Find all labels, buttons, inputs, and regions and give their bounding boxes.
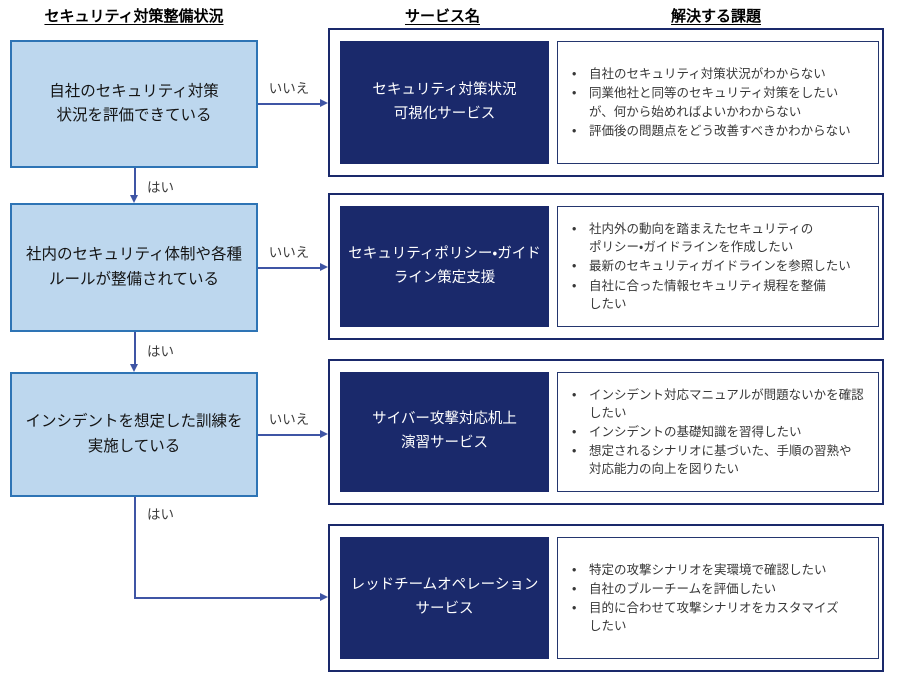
bullet-icon: • <box>572 581 577 596</box>
bullet-icon: • <box>572 86 577 101</box>
yes-label-3: はい <box>147 507 174 522</box>
service-card-2: セキュリティポリシー・ガイド ライン策定支援 • 社内外の動向を踏まえたセキュリ… <box>328 193 884 340</box>
service-name-box-2: セキュリティポリシー・ガイド ライン策定支援 <box>340 206 549 327</box>
service-card-1: セキュリティ対策状況 可視化サービス • 自社のセキュリティ対策状況がわからない… <box>328 28 884 177</box>
bullet-icon: • <box>572 259 577 274</box>
question-box-2: 社内のセキュリティ体制や各種 ルールが整備されている <box>10 203 258 332</box>
no-connector-line-2 <box>258 267 320 269</box>
list-item: • 同業他社と同等のセキュリティ対策をしたい が、何から始めればよいかわからない <box>570 84 868 120</box>
issue-text: 自社のブルーチームを評価したい <box>589 581 777 596</box>
yes-connector-line-2 <box>134 332 136 365</box>
yes-connector-line-3-vertical <box>134 497 136 598</box>
yes-label-1: はい <box>147 180 174 195</box>
bullet-icon: • <box>572 387 577 402</box>
arrow-down-icon <box>130 195 139 203</box>
issue-text: 想定されるシナリオに基づいた、手順の習熟や 対応能力の向上を図りたい <box>589 444 852 477</box>
issue-list-box-4: • 特定の攻撃シナリオを実環境で確認したい • 自社のブルーチームを評価したい … <box>557 537 879 659</box>
service-name-box-3: サイバー攻撃対応机上 演習サービス <box>340 372 549 492</box>
issue-text: 最新のセキュリティガイドラインを参照したい <box>589 259 851 274</box>
list-item: • インシデントの基礎知識を習得したい <box>570 423 868 441</box>
list-item: • 目的に合わせて攻撃シナリオをカスタマイズ したい <box>570 599 868 635</box>
issue-list-box-1: • 自社のセキュリティ対策状況がわからない • 同業他社と同等のセキュリティ対策… <box>557 41 879 164</box>
yes-connector-line-1 <box>134 168 136 196</box>
bullet-icon: • <box>572 424 577 439</box>
list-item: • 自社のセキュリティ対策状況がわからない <box>570 65 868 83</box>
arrow-right-icon <box>320 99 328 108</box>
yes-connector-line-3-horizontal <box>134 597 320 599</box>
service-name-box-1: セキュリティ対策状況 可視化サービス <box>340 41 549 164</box>
issue-text: 特定の攻撃シナリオを実環境で確認したい <box>589 562 827 577</box>
bullet-icon: • <box>572 444 577 459</box>
column-header-issues: 解決する課題 <box>670 8 761 25</box>
no-label-1: いいえ <box>268 81 310 96</box>
bullet-icon: • <box>572 562 577 577</box>
arrow-right-icon <box>320 430 328 439</box>
issue-text: 目的に合わせて攻撃シナリオをカスタマイズ したい <box>589 601 839 634</box>
list-item: • 特定の攻撃シナリオを実環境で確認したい <box>570 561 868 579</box>
issue-list-box-2: • 社内外の動向を踏まえたセキュリティの ポリシー・ガイドラインを作成したい •… <box>557 206 879 327</box>
issue-list-box-3: • インシデント対応マニュアルが問題ないかを確認 したい • インシデントの基礎… <box>557 372 879 492</box>
list-item: • 想定されるシナリオに基づいた、手順の習熟や 対応能力の向上を図りたい <box>570 442 868 478</box>
issue-text: インシデント対応マニュアルが問題ないかを確認 したい <box>589 387 864 420</box>
issue-text: 社内外の動向を踏まえたセキュリティの ポリシー・ガイドラインを作成したい <box>589 222 814 255</box>
issue-text: 評価後の問題点をどう改善すべきかわからない <box>589 123 851 138</box>
bullet-icon: • <box>572 67 577 82</box>
service-card-3: サイバー攻撃対応机上 演習サービス • インシデント対応マニュアルが問題ないかを… <box>328 359 884 505</box>
no-label-2: いいえ <box>268 245 310 260</box>
bullet-icon: • <box>572 278 577 293</box>
bullet-icon: • <box>572 601 577 615</box>
bullet-icon: • <box>572 222 577 237</box>
service-card-4: レッドチームオペレーション サービス • 特定の攻撃シナリオを実環境で確認したい… <box>328 524 884 672</box>
issue-text: 自社に合った情報セキュリティ規程を整備 したい <box>589 278 826 311</box>
issue-text: インシデントの基礎知識を習得したい <box>589 424 802 439</box>
list-item: • 自社のブルーチームを評価したい <box>570 580 868 598</box>
list-item: • 自社に合った情報セキュリティ規程を整備 したい <box>570 277 868 313</box>
list-item: • 社内外の動向を踏まえたセキュリティの ポリシー・ガイドラインを作成したい <box>570 220 868 256</box>
no-connector-line-1 <box>258 103 320 105</box>
arrow-down-icon <box>130 364 139 372</box>
list-item: • 最新のセキュリティガイドラインを参照したい <box>570 257 868 275</box>
arrow-right-icon <box>320 263 328 272</box>
no-label-3: いいえ <box>268 412 310 427</box>
list-item: • 評価後の問題点をどう改善すべきかわからない <box>570 122 868 140</box>
no-connector-line-3 <box>258 434 320 436</box>
bullet-icon: • <box>572 123 577 138</box>
column-header-status: セキュリティ対策整備状況 <box>44 8 224 25</box>
service-name-box-4: レッドチームオペレーション サービス <box>340 537 549 659</box>
issue-text: 同業他社と同等のセキュリティ対策をしたい が、何から始めればよいかわからない <box>589 86 839 119</box>
list-item: • インシデント対応マニュアルが問題ないかを確認 したい <box>570 386 868 422</box>
yes-label-2: はい <box>147 344 174 359</box>
issue-text: 自社のセキュリティ対策状況がわからない <box>589 67 826 82</box>
arrow-right-icon <box>320 593 328 602</box>
question-box-3: インシデントを想定した訓練を 実施している <box>10 372 258 497</box>
question-box-1: 自社のセキュリティ対策 状況を評価できている <box>10 40 258 168</box>
column-header-service: サービス名 <box>404 8 480 25</box>
